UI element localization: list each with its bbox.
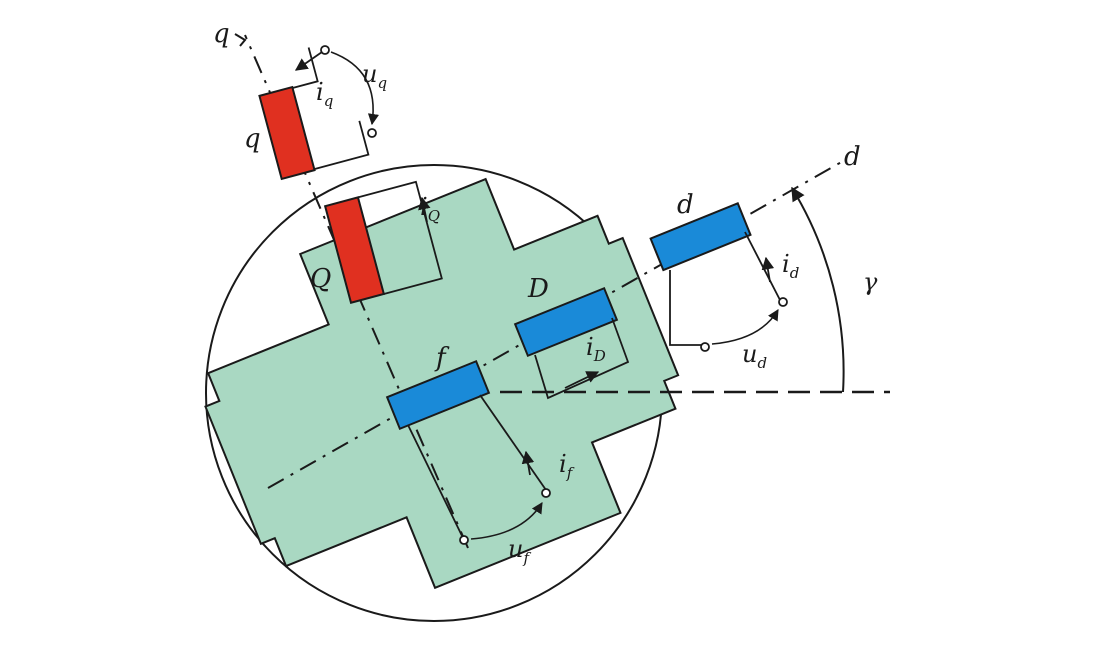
id-label: id xyxy=(782,250,799,282)
iD-label: iD xyxy=(586,333,606,365)
d-winding-label: d xyxy=(677,190,694,220)
f-winding-coil xyxy=(385,359,491,431)
if-arrow xyxy=(521,450,535,476)
q-axis-arrow xyxy=(234,33,247,47)
uq-arrow xyxy=(330,51,380,126)
d-winding-circuit-right xyxy=(744,231,781,301)
gamma-arc xyxy=(791,186,845,393)
D-winding-label: D xyxy=(527,274,549,304)
ud-arrow xyxy=(711,309,779,345)
gamma-label: γ xyxy=(863,268,878,296)
iQ-arrow xyxy=(418,196,431,223)
iD-arrow xyxy=(564,371,600,389)
d-winding-coil xyxy=(649,202,752,272)
f-terminal-bottom xyxy=(459,535,469,545)
Q-winding-coil xyxy=(323,196,386,304)
q-winding-label: q xyxy=(244,124,261,154)
d-winding-circuit xyxy=(669,270,705,346)
if-label: if xyxy=(559,450,575,482)
q-winding-coil xyxy=(258,85,316,181)
f-winding-circuit-right xyxy=(479,394,547,491)
q-axis-label: q xyxy=(213,19,230,49)
q-terminal-bottom xyxy=(367,128,377,138)
uq-label: uq xyxy=(362,60,387,92)
D-winding-coil xyxy=(513,286,619,358)
d-terminal-bottom xyxy=(700,342,710,352)
id-arrow xyxy=(761,256,775,283)
q-winding-circuit-bottom xyxy=(314,120,370,171)
iQ-label: iQ xyxy=(420,193,440,225)
iq-arrow xyxy=(294,51,323,71)
f-terminal-right xyxy=(541,488,551,498)
ud-label: ud xyxy=(742,340,767,372)
uf-arrow xyxy=(470,502,543,540)
iq-label: iq xyxy=(316,78,333,110)
q-terminal-top xyxy=(320,45,330,55)
uf-label: uf xyxy=(508,535,531,567)
f-winding-circuit-left xyxy=(407,424,465,541)
Q-winding-circuit xyxy=(357,180,443,295)
d-terminal-top xyxy=(778,297,788,307)
d-axis-label: d xyxy=(844,142,861,172)
Q-winding-label: Q xyxy=(310,264,331,294)
